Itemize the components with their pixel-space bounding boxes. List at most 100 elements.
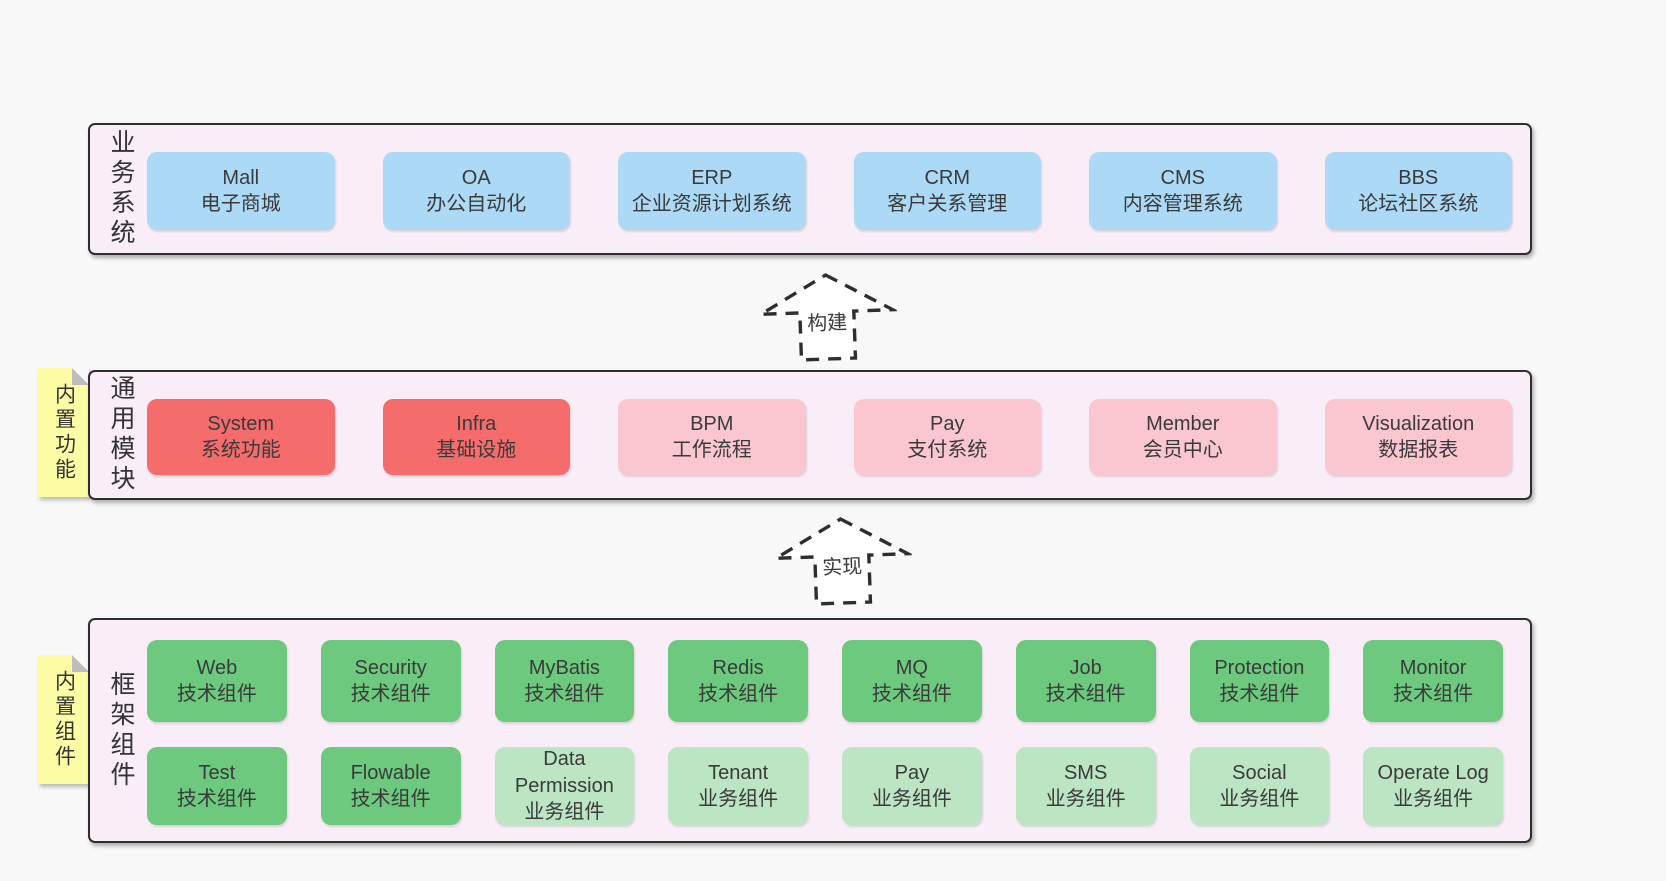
box-web: Web 技术组件 (147, 640, 287, 722)
modules-box-row: System 系统功能 Infra 基础设施 BPM 工作流程 Pay 支付系统… (147, 399, 1512, 475)
box-subtitle: 技术组件 (1219, 683, 1300, 705)
box-oa: OA 办公自动化 (382, 152, 570, 230)
layer-framework-components: 框架组件 Web 技术组件 Security 技术组件 MyBatis 技术组件… (88, 618, 1532, 843)
box-subtitle: 电子商城 (200, 193, 281, 215)
layer-label-common-modules: 通用模块 (107, 375, 135, 495)
components-box-row-1: Web 技术组件 Security 技术组件 MyBatis 技术组件 Redi… (147, 640, 1503, 722)
box-social: Social 业务组件 (1189, 747, 1330, 825)
box-title: Redis (712, 656, 764, 679)
box-subtitle: 技术组件 (1045, 683, 1126, 705)
folded-corner (72, 368, 89, 385)
box-title: Member (1146, 412, 1220, 435)
box-infra: Infra 基础设施 (382, 399, 570, 475)
box-subtitle: 业务组件 (871, 788, 952, 810)
box-subtitle: 论坛社区系统 (1358, 193, 1479, 215)
box-subtitle: 客户关系管理 (887, 193, 1008, 215)
box-bpm: BPM 工作流程 (618, 399, 806, 475)
box-subtitle: 技术组件 (350, 683, 431, 705)
box-title: BBS (1398, 166, 1439, 189)
box-mq: MQ 技术组件 (842, 640, 982, 722)
box-pay-module: Pay 支付系统 (853, 399, 1041, 475)
box-bbs: BBS 论坛社区系统 (1324, 152, 1512, 230)
box-title: Protection (1214, 656, 1305, 679)
box-flowable: Flowable 技术组件 (320, 747, 461, 825)
box-mall: Mall 电子商城 (147, 152, 335, 230)
box-subtitle: 技术组件 (871, 683, 952, 705)
box-subtitle: 内容管理系统 (1122, 193, 1243, 215)
box-title: CRM (924, 166, 971, 189)
layer-common-modules: 通用模块 System 系统功能 Infra 基础设施 BPM 工作流程 Pay… (88, 370, 1532, 500)
box-title: Data Permission (514, 748, 614, 797)
arrow-build: 构建 (755, 270, 899, 365)
box-title: Test (198, 761, 236, 784)
box-title: Flowable (350, 761, 431, 784)
box-protection: Protection 技术组件 (1189, 640, 1330, 722)
box-title: OA (461, 166, 491, 189)
box-subtitle: 技术组件 (1393, 683, 1474, 705)
box-title: Job (1069, 656, 1102, 679)
box-title: Infra (456, 412, 497, 435)
box-title: System (207, 412, 275, 435)
box-job: Job 技术组件 (1015, 640, 1156, 722)
box-subtitle: 业务组件 (1045, 788, 1126, 810)
box-pay-component: Pay 业务组件 (842, 747, 982, 825)
box-title: CMS (1160, 166, 1205, 189)
box-subtitle: 会员中心 (1142, 439, 1223, 461)
arrow-build-label: 构建 (803, 305, 851, 336)
box-system: System 系统功能 (147, 399, 335, 475)
box-subtitle: 基础设施 (436, 439, 517, 461)
box-subtitle: 数据报表 (1378, 439, 1459, 461)
arrow-implement-label: 实现 (818, 549, 866, 580)
box-title: MQ (895, 656, 928, 679)
layer-label-business-systems: 业务系统 (107, 129, 135, 249)
box-title: Monitor (1399, 656, 1467, 679)
arrow-implement: 实现 (770, 514, 914, 609)
box-title: Web (196, 656, 238, 679)
box-title: Mall (222, 166, 260, 189)
sticky-note-builtin-features: 内置功能 (38, 368, 89, 497)
box-member: Member 会员中心 (1089, 399, 1277, 475)
box-subtitle: 技术组件 (176, 683, 257, 705)
sticky-note-text: 内置组件 (52, 669, 76, 770)
layer-label-framework-components: 框架组件 (107, 670, 135, 791)
box-title: MyBatis (528, 656, 600, 679)
components-box-row-2: Test 技术组件 Flowable 技术组件 Data Permission … (147, 747, 1503, 825)
box-title: Operate Log (1377, 761, 1489, 784)
box-title: ERP (691, 166, 733, 189)
box-subtitle: 业务组件 (1393, 788, 1474, 810)
box-redis: Redis 技术组件 (668, 640, 808, 722)
box-title: Social (1232, 761, 1287, 784)
box-subtitle: 办公自动化 (426, 193, 527, 215)
box-subtitle: 业务组件 (1219, 788, 1300, 810)
box-test: Test 技术组件 (147, 747, 287, 825)
box-subtitle: 企业资源计划系统 (631, 193, 792, 215)
box-security: Security 技术组件 (320, 640, 461, 722)
box-title: SMS (1063, 761, 1108, 784)
box-subtitle: 支付系统 (907, 439, 988, 461)
box-erp: ERP 企业资源计划系统 (618, 152, 806, 230)
box-visualization: Visualization 数据报表 (1324, 399, 1512, 475)
box-subtitle: 工作流程 (671, 439, 752, 461)
box-sms: SMS 业务组件 (1015, 747, 1156, 825)
box-title: Visualization (1362, 412, 1475, 435)
box-title: Security (354, 656, 427, 679)
box-subtitle: 技术组件 (698, 683, 779, 705)
box-subtitle: 技术组件 (524, 683, 605, 705)
box-subtitle: 业务组件 (698, 788, 779, 810)
box-title: Pay (930, 412, 965, 435)
sticky-note-text: 内置功能 (52, 382, 76, 483)
box-subtitle: 业务组件 (524, 801, 605, 824)
box-subtitle: 技术组件 (350, 788, 431, 810)
box-tenant: Tenant 业务组件 (668, 747, 808, 825)
box-title: Tenant (708, 761, 769, 784)
box-title: BPM (690, 412, 734, 435)
box-title: Pay (894, 761, 930, 784)
box-mybatis: MyBatis 技术组件 (494, 640, 635, 722)
box-crm: CRM 客户关系管理 (853, 152, 1041, 230)
box-operate-log: Operate Log 业务组件 (1363, 747, 1503, 825)
box-cms: CMS 内容管理系统 (1089, 152, 1277, 230)
sticky-note-builtin-components: 内置组件 (38, 655, 89, 784)
layer-business-systems: 业务系统 Mall 电子商城 OA 办公自动化 ERP 企业资源计划系统 CRM… (88, 123, 1532, 255)
folded-corner (72, 655, 89, 672)
